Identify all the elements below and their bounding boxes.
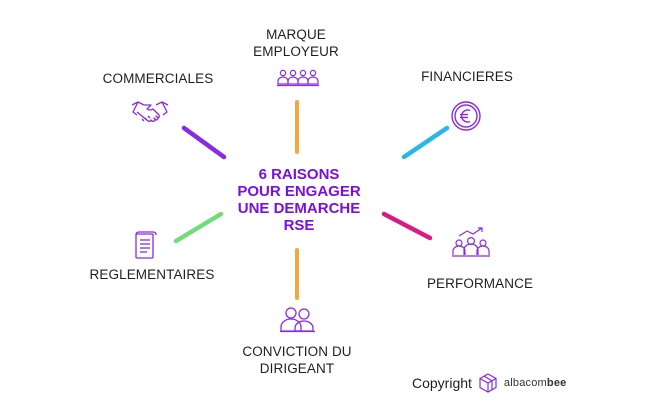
center-line-2: POUR ENGAGER (237, 183, 361, 200)
center-line-4: RSE (283, 217, 315, 234)
label-commerciales-line-1: COMMERCIALES (102, 71, 214, 86)
label-financieres: FINANCIERES (412, 68, 522, 85)
label-reglementaires-line-1: REGLEMENTAIRES (89, 267, 215, 282)
connector-performance (381, 211, 433, 241)
handshake-icon (131, 101, 169, 122)
connector-reglementaires (173, 211, 224, 244)
label-marque-employeur: MARQUE EMPLOYEUR (240, 26, 352, 60)
label-conviction-line-2: DIRIGEANT (259, 361, 335, 376)
brand-name: albacombee (504, 377, 567, 389)
copyright-text: Copyright (412, 375, 472, 391)
euro-icon (451, 101, 481, 131)
center-line-3: UNE DEMARCHE (237, 200, 361, 217)
connector-financieres (401, 125, 450, 160)
brand-bold: bee (546, 377, 567, 389)
center-title: 6 RAISONS POUR ENGAGER UNE DEMARCHE RSE (229, 166, 369, 234)
label-marque-line-2: EMPLOYEUR (253, 44, 339, 59)
center-line-1: 6 RAISONS (258, 166, 340, 183)
growth-team-icon (452, 227, 490, 257)
connector-commerciales (181, 125, 227, 160)
label-performance: PERFORMANCE (420, 275, 540, 292)
leaders-icon (280, 307, 315, 333)
document-icon (135, 231, 157, 259)
label-marque-line-1: MARQUE (266, 27, 326, 42)
team-icon (277, 69, 319, 87)
brand-light: albacom (503, 377, 547, 389)
label-conviction-line-1: CONVICTION DU (242, 344, 352, 359)
label-conviction-dirigeant: CONVICTION DU DIRIGEANT (232, 343, 362, 377)
label-commerciales: COMMERCIALES (98, 70, 218, 87)
albacombee-logo-icon (479, 373, 497, 393)
label-financieres-line-1: FINANCIERES (421, 69, 513, 84)
label-reglementaires: REGLEMENTAIRES (86, 266, 218, 283)
copyright: Copyright albacombee (412, 373, 566, 393)
label-performance-line-1: PERFORMANCE (426, 276, 534, 291)
